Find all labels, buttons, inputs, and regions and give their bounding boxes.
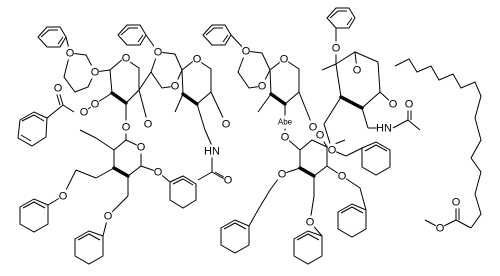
pyranose-ring-4 [321,48,394,129]
oxygen-atom-label: O [338,170,347,182]
atom-label-bg [376,121,392,135]
oxygen-atom-label: O [328,144,337,156]
atom-label-bg [136,140,146,154]
oxygen-atom-label: O [154,46,163,58]
atom-label-bg [277,167,287,181]
oxygen-atom-label: O [66,47,75,59]
oxygen-atom-label: O [171,80,180,92]
atom-label-bg [331,41,341,55]
oxygen-atom-label: O [405,98,414,110]
atom-label-bg [280,130,290,144]
atom-label-bg [58,189,68,203]
oxygen-atom-label: O [122,121,131,133]
nh-atom-label: HN [376,122,392,134]
oxygen-atom-label: O [452,196,461,208]
oxygen-atom-label: O [280,53,289,65]
oxygen-atom-label: O [309,121,318,133]
nh-atom-label: HN [204,145,220,157]
oxygen-atom-label: O [222,118,231,130]
atom-label-bg [451,195,461,209]
oxygen-atom-label: O [104,210,113,222]
oxygen-atom-label: O [154,166,163,178]
atom-label-bg [274,115,296,129]
stereo-bonds [110,91,364,178]
oxygen-atom-label: O [353,64,362,76]
atom-label-bg [257,79,267,93]
oxygen-atom-label: O [281,131,290,143]
atom-label-bg [315,128,325,142]
phenyl-ring-bottom-2 [19,169,77,233]
atom-label-bg [241,44,251,58]
atom-label-bg [192,52,202,66]
oxygen-atom-label: O [278,168,287,180]
phenyl-ring-benzylidene-2 [117,24,159,53]
atom-label-bg [143,117,153,131]
oxygen-atom-label: O [332,42,341,54]
atom-label-bg [327,143,337,157]
atom-label-bg [308,120,318,134]
atom-label-bg [204,144,220,158]
phenyl-ring-bottom-1 [157,171,197,209]
oxygen-atom-label: O [242,45,251,57]
abe-label: Abe [278,118,293,127]
atom-label-bg [90,97,100,111]
oxygen-atom-label: O [91,98,100,110]
fucose-ring-left [75,127,159,196]
atom-label-bg [53,81,63,95]
atom-label-bg [121,51,131,65]
oxygen-atom-label: O [193,53,202,65]
atom-label-bg [305,215,315,229]
oxygen-atom-label: O [137,141,146,153]
oxygen-atom-label: O [122,52,131,64]
oxygen-atom-label: O [224,174,233,186]
atom-label-bg [404,97,414,111]
phenyl-ring-bottom-5 [293,195,323,265]
oxygen-atom-label: O [306,216,315,228]
atom-label-bg [121,120,131,134]
atom-label-bg [435,221,445,235]
phenyl-ring-bottom-3 [74,195,129,265]
oxygen-atom-label: O [54,82,63,94]
phenyl-ring-bottom-6 [337,175,367,238]
linker-chain [394,58,482,229]
phenyl-ring-benzylidene-3 [202,24,247,52]
atom-label-bg [79,105,89,119]
atom-label-bg [153,165,163,179]
atom-label-bg [90,65,100,79]
oxygen-atom-label: O [316,129,325,141]
atom-label-bg [103,209,113,223]
oxygen-atom-label: O [258,80,267,92]
oxygen-atom-label: O [389,98,398,110]
oxygen-atom-label: O [436,222,445,234]
oxygen-atom-label: O [80,106,89,118]
atom-label-bg [65,46,75,60]
oxygen-atom-label: O [59,190,68,202]
atom-label-bg [223,173,233,187]
oxygen-atom-label: O [91,66,100,78]
pyranose-ring-1 [94,57,152,127]
phenyl-ring-bottom-4 [220,189,271,254]
atom-label-bg [221,117,231,131]
atom-label-bg [388,97,398,111]
atom-label-bg [153,45,163,59]
atom-label-bg [170,79,180,93]
atom-label-bg [337,169,347,183]
atom-label-bg [352,63,362,77]
atom-label-bg [279,52,289,66]
oxygen-atom-label: O [144,118,153,130]
methyl-ester [424,202,472,229]
